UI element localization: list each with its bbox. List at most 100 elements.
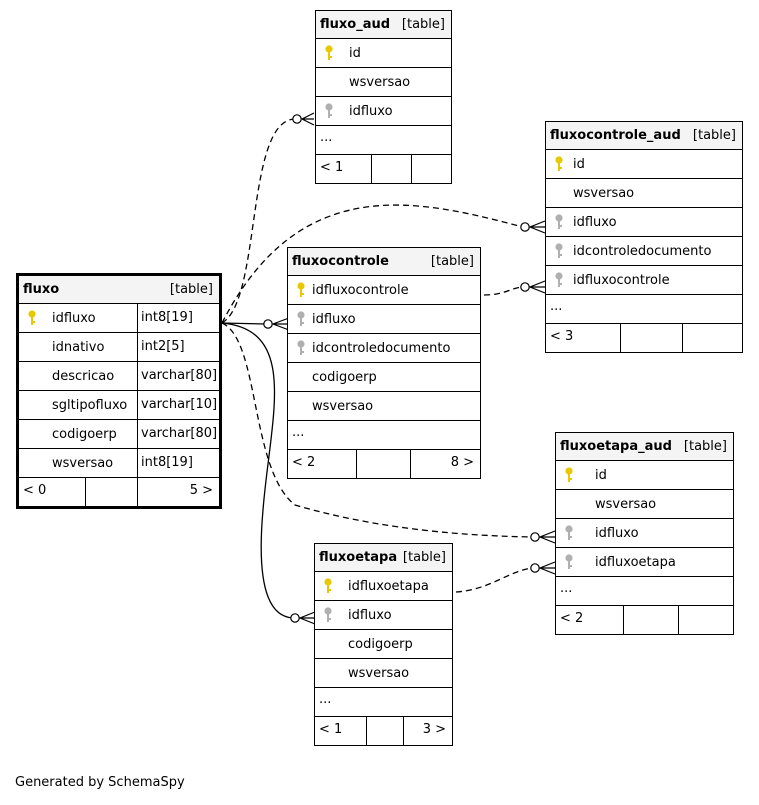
- optional-marker: [520, 282, 530, 292]
- column-name: wsversao: [349, 75, 411, 90]
- column-row: codigoerp: [288, 363, 480, 392]
- column-type: varchar[10]: [137, 391, 219, 419]
- primary-key-icon: [297, 282, 305, 297]
- ellipsis: ...: [319, 692, 332, 707]
- column-row: idfluxo: [556, 519, 733, 548]
- foreign-key-icon: [297, 311, 305, 326]
- optional-marker: [530, 563, 540, 573]
- table-type: [table]: [683, 439, 727, 454]
- table-header: fluxo [table]: [19, 276, 219, 304]
- table-fluxoetapa[interactable]: fluxoetapa [table] idfluxoetapa idfluxo …: [314, 543, 453, 746]
- more-columns: ...: [315, 688, 452, 717]
- table-type: [table]: [692, 128, 736, 143]
- table-header: fluxoetapa [table]: [315, 544, 452, 572]
- table-fluxo[interactable]: fluxo [table] idfluxo int8[19] idnativo …: [16, 273, 222, 509]
- column-row: codigoerp varchar[80]: [19, 420, 219, 449]
- edge-fluxocontrole-fluxocontrole_aud: [483, 286, 524, 296]
- edge-fluxoetapa-fluxoetapa_aud: [455, 567, 534, 593]
- column-name: idfluxoetapa: [348, 579, 429, 594]
- column-row: idfluxo: [315, 601, 452, 630]
- column-row: idfluxocontrole: [546, 266, 742, 295]
- column-name: id: [349, 46, 361, 61]
- parents-count[interactable]: < 3: [550, 329, 574, 344]
- parents-count[interactable]: < 2: [292, 455, 316, 470]
- column-name: idfluxocontrole: [573, 273, 670, 288]
- column-name: idfluxo: [595, 526, 639, 541]
- table-type: [table]: [401, 17, 445, 32]
- table-footer: < 1: [316, 155, 451, 183]
- edge-fluxo-fluxocontrole_aud: [221, 204, 524, 324]
- table-footer: < 0 5 >: [19, 478, 219, 506]
- more-columns: ...: [288, 421, 480, 450]
- column-name: wsversao: [52, 456, 114, 471]
- column-row: idfluxoetapa: [556, 548, 733, 577]
- column-name: idfluxo: [52, 311, 96, 326]
- optional-marker: [263, 319, 273, 329]
- column-row: wsversao int8[19]: [19, 449, 219, 478]
- parents-count[interactable]: < 1: [320, 160, 344, 175]
- column-row: sgltipofluxo varchar[10]: [19, 391, 219, 420]
- table-fluxo-aud[interactable]: fluxo_aud [table] id wsversao idfluxo ..…: [315, 10, 452, 184]
- column-name: codigoerp: [348, 637, 413, 652]
- primary-key-icon: [555, 156, 563, 171]
- table-header: fluxoetapa_aud [table]: [556, 433, 733, 461]
- foreign-key-icon: [297, 340, 305, 355]
- column-name: idfluxo: [349, 104, 393, 119]
- edge-fluxo-fluxoetapa: [221, 322, 294, 619]
- optional-marker: [290, 613, 300, 623]
- crowsfoot-marker: [528, 220, 546, 234]
- parents-count[interactable]: < 0: [23, 483, 47, 498]
- column-type: varchar[80]: [137, 362, 219, 390]
- column-type: int2[5]: [137, 333, 219, 361]
- table-fluxocontrole-aud[interactable]: fluxocontrole_aud [table] id wsversao id…: [545, 121, 743, 353]
- ellipsis: ...: [292, 425, 305, 440]
- column-row: id: [316, 39, 451, 68]
- column-row: descricao varchar[80]: [19, 362, 219, 391]
- foreign-key-icon: [325, 103, 333, 118]
- column-name: idfluxoetapa: [595, 555, 676, 570]
- column-name: idfluxo: [348, 608, 392, 623]
- foreign-key-icon: [555, 272, 563, 287]
- column-name: wsversao: [348, 666, 410, 681]
- table-header: fluxocontrole [table]: [288, 248, 480, 276]
- column-name: idfluxo: [312, 312, 356, 327]
- primary-key-icon: [324, 578, 332, 593]
- foreign-key-icon: [324, 607, 332, 622]
- column-name: codigoerp: [312, 370, 377, 385]
- crowsfoot-marker: [298, 611, 316, 625]
- column-row: wsversao: [556, 490, 733, 519]
- column-type: int8[19]: [137, 449, 219, 477]
- table-fluxoetapa-aud[interactable]: fluxoetapa_aud [table] id wsversao idflu…: [555, 432, 734, 635]
- parents-count[interactable]: < 2: [560, 611, 584, 626]
- crowsfoot-marker: [528, 280, 546, 294]
- children-count[interactable]: 5 >: [189, 483, 213, 498]
- column-name: codigoerp: [52, 427, 117, 442]
- foreign-key-icon: [565, 554, 573, 569]
- foreign-key-icon: [555, 243, 563, 258]
- table-name: fluxocontrole_aud: [550, 128, 681, 143]
- children-count[interactable]: 8 >: [450, 455, 474, 470]
- ellipsis: ...: [550, 299, 563, 314]
- column-row: id: [556, 461, 733, 490]
- children-count[interactable]: 3 >: [422, 722, 446, 737]
- crowsfoot-marker: [538, 530, 556, 544]
- more-columns: ...: [316, 126, 451, 155]
- column-row: id: [546, 150, 742, 179]
- foreign-key-icon: [555, 214, 563, 229]
- column-row: idnativo int2[5]: [19, 333, 219, 362]
- column-row: idfluxocontrole: [288, 276, 480, 305]
- optional-marker: [520, 222, 530, 232]
- optional-marker: [530, 532, 540, 542]
- ellipsis: ...: [320, 130, 333, 145]
- primary-key-icon: [565, 467, 573, 482]
- column-name: id: [595, 468, 607, 483]
- parents-count[interactable]: < 1: [319, 722, 343, 737]
- primary-key-icon: [325, 45, 333, 60]
- column-row: idfluxo: [288, 305, 480, 334]
- column-name: wsversao: [573, 186, 635, 201]
- column-row: idfluxoetapa: [315, 572, 452, 601]
- column-name: idcontroledocumento: [312, 341, 451, 356]
- crowsfoot-marker: [538, 561, 556, 575]
- table-fluxocontrole[interactable]: fluxocontrole [table] idfluxocontrole id…: [287, 247, 481, 479]
- column-name: descricao: [52, 369, 115, 384]
